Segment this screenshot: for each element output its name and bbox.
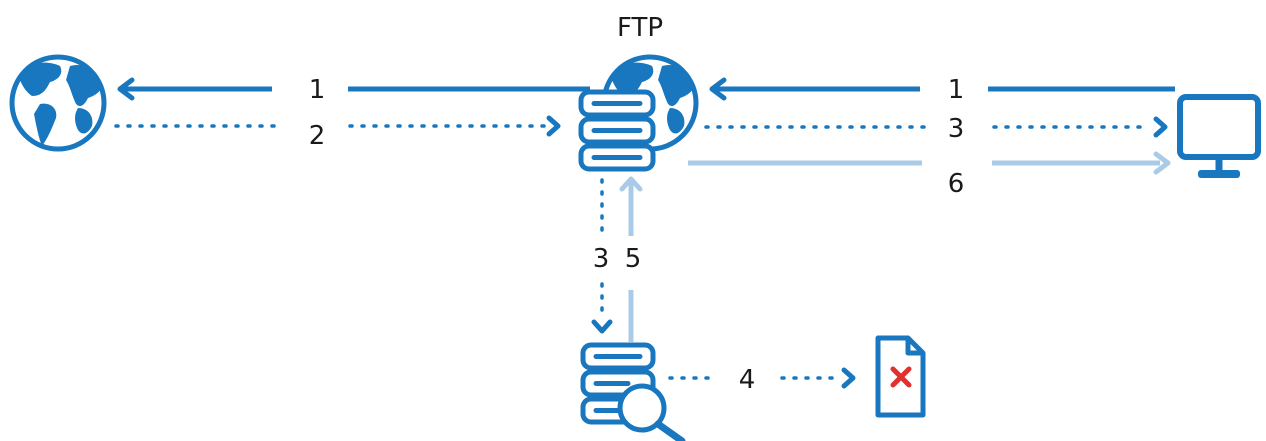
- label-4: 4: [739, 365, 756, 395]
- ftp-title: FTP: [617, 13, 663, 43]
- arrow-3-to-scanner: [591, 178, 613, 334]
- arrow-2-to-ftp-server: [114, 115, 561, 137]
- label-1-left: 1: [309, 75, 326, 105]
- arrow-1-to-left-globe: [117, 77, 590, 101]
- label-6: 6: [948, 169, 965, 199]
- magnifier-icon: [617, 383, 686, 441]
- label-5-vertical: 5: [625, 244, 642, 274]
- arrow-4-to-rejected-file: [668, 367, 856, 389]
- arrow-1-to-ftp-globe: [709, 77, 1175, 101]
- arrow-3-to-monitor: [704, 116, 1168, 138]
- label-3-vertical: 3: [593, 244, 610, 274]
- rejected-file-icon: [875, 335, 926, 418]
- arrow-6-to-monitor: [688, 151, 1171, 175]
- label-3-right: 3: [948, 114, 965, 144]
- left-globe-icon: [9, 54, 107, 152]
- monitor-icon: [1177, 94, 1261, 178]
- arrow-5-to-ftp-server: [619, 176, 643, 342]
- label-1-right: 1: [948, 75, 965, 105]
- ftp-server-icon: [578, 89, 656, 172]
- label-2: 2: [309, 121, 326, 151]
